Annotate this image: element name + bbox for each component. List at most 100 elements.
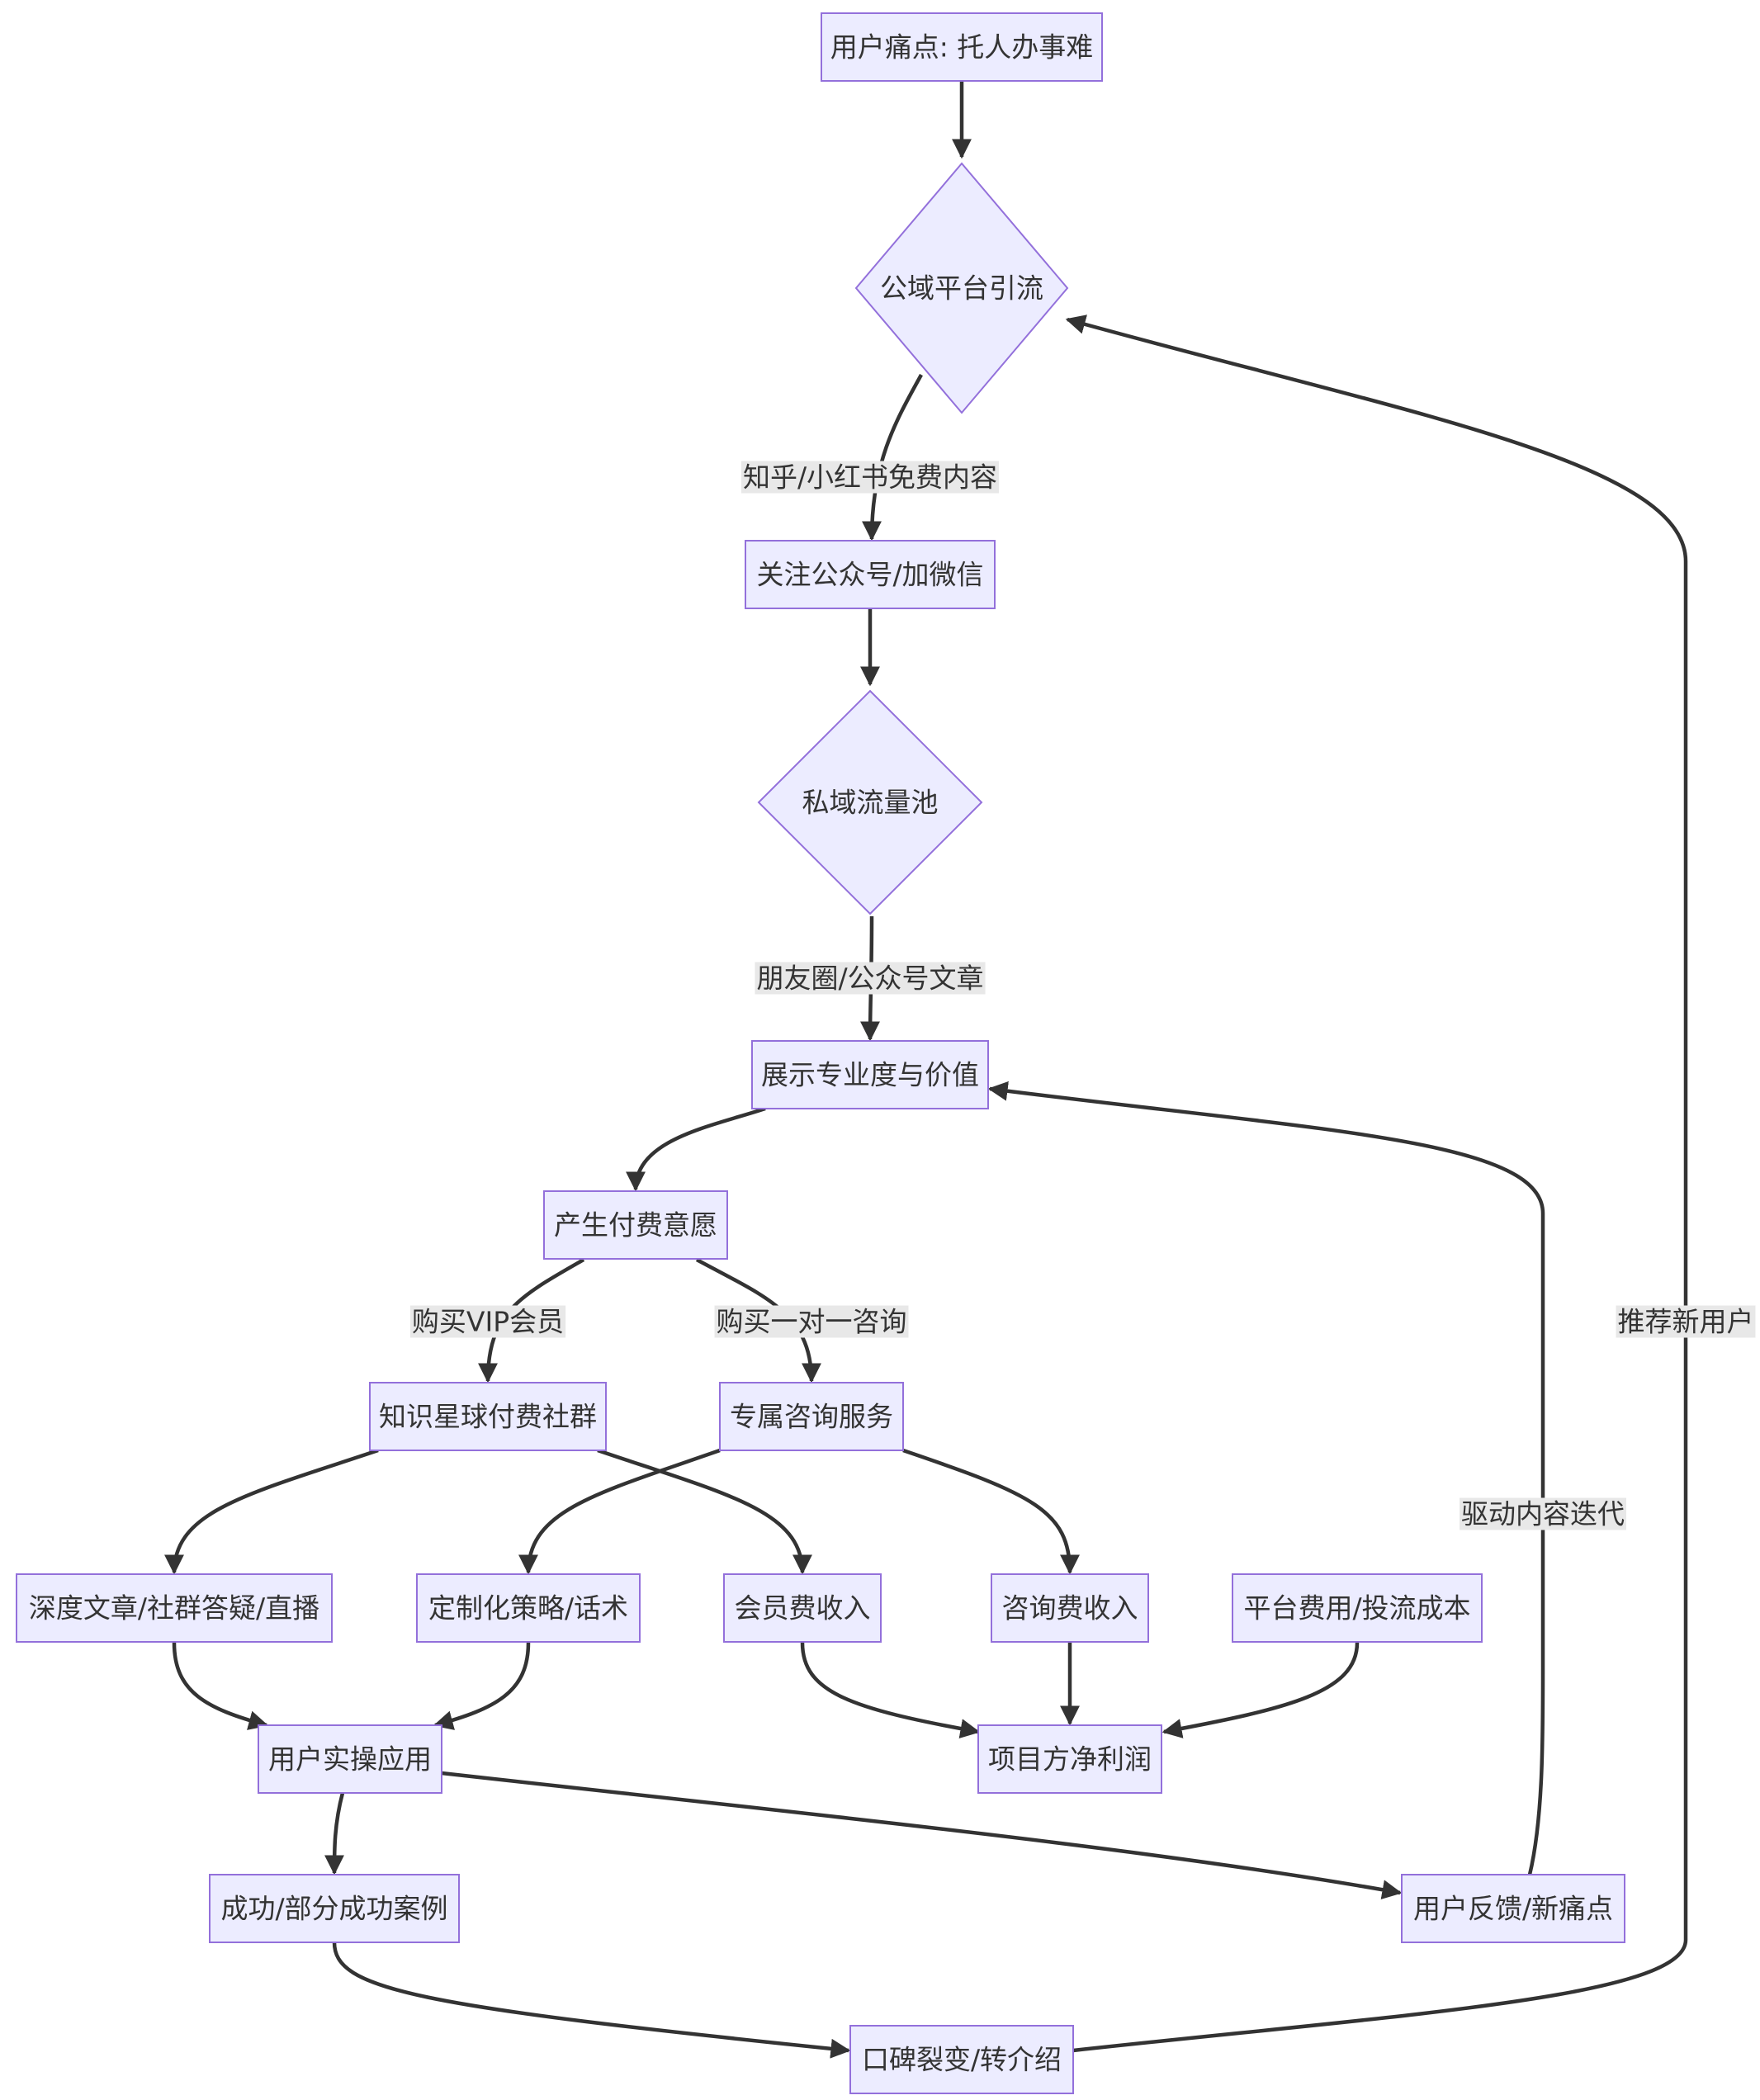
- node-show[interactable]: 展示专业度与价值: [751, 1040, 989, 1109]
- node-label: 用户实操应用: [268, 1743, 432, 1776]
- node-label: 公域平台引流: [880, 272, 1043, 305]
- node-label: 用户反馈/新痛点: [1413, 1893, 1613, 1925]
- node-private[interactable]: 私域流量池: [757, 689, 983, 915]
- node-label: 定制化策略/话术: [428, 1592, 628, 1625]
- node-consult[interactable]: 专属咨询服务: [719, 1382, 904, 1451]
- edges-layer: [164, 81, 1688, 2059]
- edge-label-text: 知乎/小红书免费内容: [743, 461, 997, 494]
- edge-consult-to-custom: [518, 1448, 721, 1575]
- edge-apply-to-success: [324, 1792, 345, 1875]
- node-label: 关注公众号/加微信: [756, 559, 983, 591]
- edge-line: [172, 1642, 269, 1730]
- node-apply[interactable]: 用户实操应用: [258, 1724, 442, 1794]
- node-feedback[interactable]: 用户反馈/新痛点: [1401, 1874, 1625, 1943]
- edge-planet-to-deep: [164, 1448, 379, 1575]
- edge-consult-to-consultfee: [902, 1448, 1080, 1575]
- process-box: [16, 1573, 333, 1643]
- process-box: [258, 1724, 442, 1794]
- edge-line: [441, 1771, 1403, 1900]
- process-box: [977, 1724, 1162, 1794]
- process-box: [416, 1573, 641, 1643]
- process-box: [1232, 1573, 1483, 1643]
- edge-label-willing-to-planet: 购买VIP会员: [409, 1305, 566, 1338]
- process-box: [209, 1874, 460, 1943]
- node-deep[interactable]: 深度文章/社群答疑/直播: [16, 1573, 333, 1643]
- process-box: [369, 1382, 607, 1451]
- node-label: 口碑裂变/转介绍: [862, 2044, 1062, 2076]
- node-consultfee[interactable]: 咨询费收入: [991, 1573, 1149, 1643]
- edge-label-wom-to-public: 推荐新用户: [1616, 1305, 1756, 1338]
- edge-apply-to-feedback: [441, 1771, 1403, 1900]
- edge-label-text: 购买VIP会员: [412, 1306, 564, 1338]
- edge-line: [433, 1642, 531, 1730]
- node-willing[interactable]: 产生付费意愿: [543, 1190, 728, 1260]
- edge-line: [518, 1448, 721, 1575]
- edge-label-text: 购买一对一咨询: [717, 1306, 907, 1338]
- process-box: [991, 1573, 1149, 1643]
- edge-success-to-wom: [332, 1942, 851, 2059]
- node-wom[interactable]: 口碑裂变/转介绍: [849, 2025, 1074, 2094]
- edge-line: [862, 373, 923, 542]
- edge-label-feedback-to-show: 驱动内容迭代: [1460, 1497, 1626, 1530]
- edge-custom-to-apply: [433, 1642, 531, 1730]
- edge-public-to-follow: [862, 373, 923, 542]
- node-public[interactable]: 公域平台引流: [854, 162, 1069, 414]
- edge-line: [332, 1942, 851, 2059]
- edge-label-bg: [755, 962, 986, 995]
- edge-label-text: 朋友圈/公众号文章: [756, 962, 983, 995]
- process-box: [745, 540, 996, 609]
- node-pain[interactable]: 用户痛点: 托人办事难: [821, 12, 1103, 82]
- node-platform[interactable]: 平台费用/投流成本: [1232, 1573, 1483, 1643]
- edge-line: [1162, 1642, 1360, 1738]
- edge-label-public-to-follow: 知乎/小红书免费内容: [740, 461, 1000, 494]
- edge-line: [902, 1448, 1080, 1575]
- node-label: 深度文章/社群答疑/直播: [29, 1592, 319, 1625]
- edge-line: [626, 1106, 766, 1192]
- node-label: 产生付费意愿: [554, 1209, 717, 1242]
- edge-deep-to-apply: [172, 1642, 269, 1730]
- node-label: 知识星球付费社群: [379, 1401, 597, 1433]
- node-profit[interactable]: 项目方净利润: [977, 1724, 1162, 1794]
- node-label: 专属咨询服务: [730, 1401, 893, 1433]
- edge-label-bg: [1460, 1497, 1626, 1530]
- edge-line: [597, 1448, 812, 1575]
- process-box: [1401, 1874, 1625, 1943]
- decision-diamond: [757, 689, 983, 915]
- node-follow[interactable]: 关注公众号/加微信: [745, 540, 996, 609]
- node-memberfee[interactable]: 会员费收入: [723, 1573, 882, 1643]
- edge-line: [164, 1448, 379, 1575]
- nodes-layer: 用户痛点: 托人办事难公域平台引流关注公众号/加微信私域流量池展示专业度与价值产…: [16, 12, 1625, 2094]
- edge-line: [324, 1792, 345, 1875]
- edge-label-bg: [409, 1305, 566, 1338]
- node-label: 咨询费收入: [1002, 1592, 1138, 1625]
- node-label: 平台费用/投流成本: [1243, 1592, 1470, 1625]
- node-custom[interactable]: 定制化策略/话术: [416, 1573, 641, 1643]
- edge-label-private-to-show: 朋友圈/公众号文章: [755, 962, 986, 995]
- edge-label-bg: [1616, 1305, 1756, 1338]
- edge-label-text: 推荐新用户: [1618, 1306, 1754, 1338]
- node-label: 展示专业度与价值: [761, 1059, 979, 1091]
- edge-label-willing-to-consult: 购买一对一咨询: [714, 1305, 909, 1338]
- edge-line: [1065, 315, 1688, 2053]
- edge-platform-to-profit: [1162, 1642, 1360, 1738]
- node-success[interactable]: 成功/部分成功案例: [209, 1874, 460, 1943]
- node-label: 会员费收入: [735, 1592, 871, 1625]
- edge-planet-to-memberfee: [597, 1448, 812, 1575]
- node-planet[interactable]: 知识星球付费社群: [369, 1382, 607, 1451]
- node-label: 私域流量池: [802, 787, 939, 819]
- edge-show-to-willing: [626, 1106, 766, 1192]
- process-box: [751, 1040, 989, 1109]
- node-label: 项目方净利润: [988, 1743, 1152, 1776]
- decision-diamond: [854, 162, 1069, 414]
- process-box: [543, 1190, 728, 1260]
- edge-line: [987, 1081, 1545, 1875]
- edge-wom-to-public: [1065, 315, 1688, 2053]
- edge-memberfee-to-profit: [800, 1642, 981, 1738]
- node-label: 成功/部分成功案例: [220, 1893, 447, 1925]
- edge-feedback-to-show: [987, 1081, 1545, 1875]
- edge-label-bg: [714, 1305, 909, 1338]
- process-box: [821, 12, 1103, 82]
